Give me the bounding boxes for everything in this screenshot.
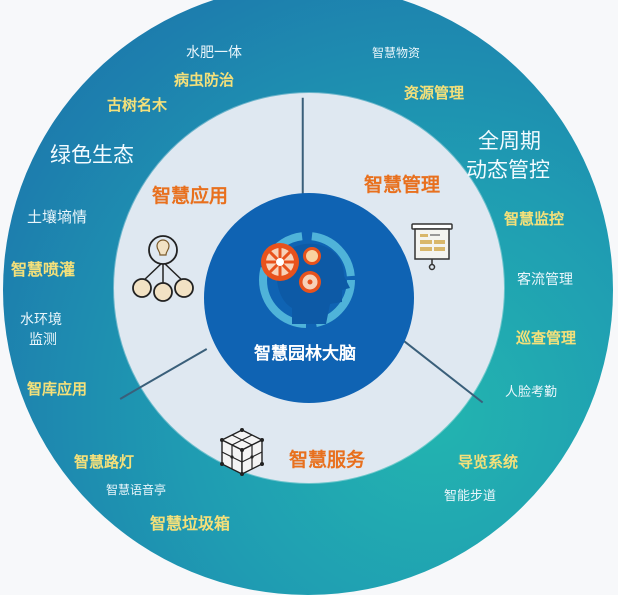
- outer-item-monitoring: 监测: [29, 332, 57, 348]
- section-smart-application: 智慧应用: [152, 185, 229, 207]
- outer-item-pest-control: 病虫防治: [174, 71, 235, 89]
- outer-item-knowledge-base: 智库应用: [27, 380, 88, 398]
- outer-item-smart-monitoring: 智慧监控: [504, 210, 565, 228]
- outer-item-smart-supplies: 智慧物资: [372, 46, 421, 60]
- presentation-board-icon: [411, 223, 453, 271]
- outer-item-guide-system: 导览系统: [458, 453, 519, 471]
- smart-garden-diagram: 智慧园林大脑 智慧应用 智慧管理 智慧服务: [3, 0, 613, 595]
- outer-item-dynamic-control: 动态管控: [466, 158, 550, 182]
- outer-item-resource-management: 资源管理: [404, 84, 465, 102]
- divider-top: [302, 97, 304, 196]
- outer-item-smart-irrigation: 智慧喷灌: [11, 260, 76, 279]
- section-smart-service: 智慧服务: [289, 449, 366, 471]
- outer-item-smart-trash-bin: 智慧垃圾箱: [150, 514, 231, 533]
- outer-item-patrol-management: 巡查管理: [516, 329, 577, 347]
- section-smart-management: 智慧管理: [364, 174, 441, 196]
- lightbulb-network-icon: [132, 235, 194, 302]
- outer-item-smart-streetlight: 智慧路灯: [74, 453, 135, 471]
- outer-item-full-cycle: 全周期: [478, 129, 541, 153]
- center-title: 智慧园林大脑: [254, 344, 356, 364]
- outer-item-ancient-trees: 古树名木: [107, 96, 168, 114]
- outer-item-face-attendance: 人脸考勤: [505, 385, 558, 400]
- outer-item-smart-trail: 智能步道: [444, 489, 497, 504]
- outer-item-voice-kiosk: 智慧语音亭: [106, 483, 167, 497]
- cube-network-icon: [220, 428, 264, 476]
- outer-item-soil-moisture: 土壤墒情: [27, 208, 88, 226]
- brain-gears-icon: [259, 232, 355, 328]
- outer-item-green-ecology: 绿色生态: [50, 143, 134, 167]
- outer-item-water-environment: 水环境: [20, 312, 62, 328]
- outer-item-water-fertilizer: 水肥一体: [186, 45, 242, 61]
- outer-item-visitor-flow: 客流管理: [517, 272, 573, 288]
